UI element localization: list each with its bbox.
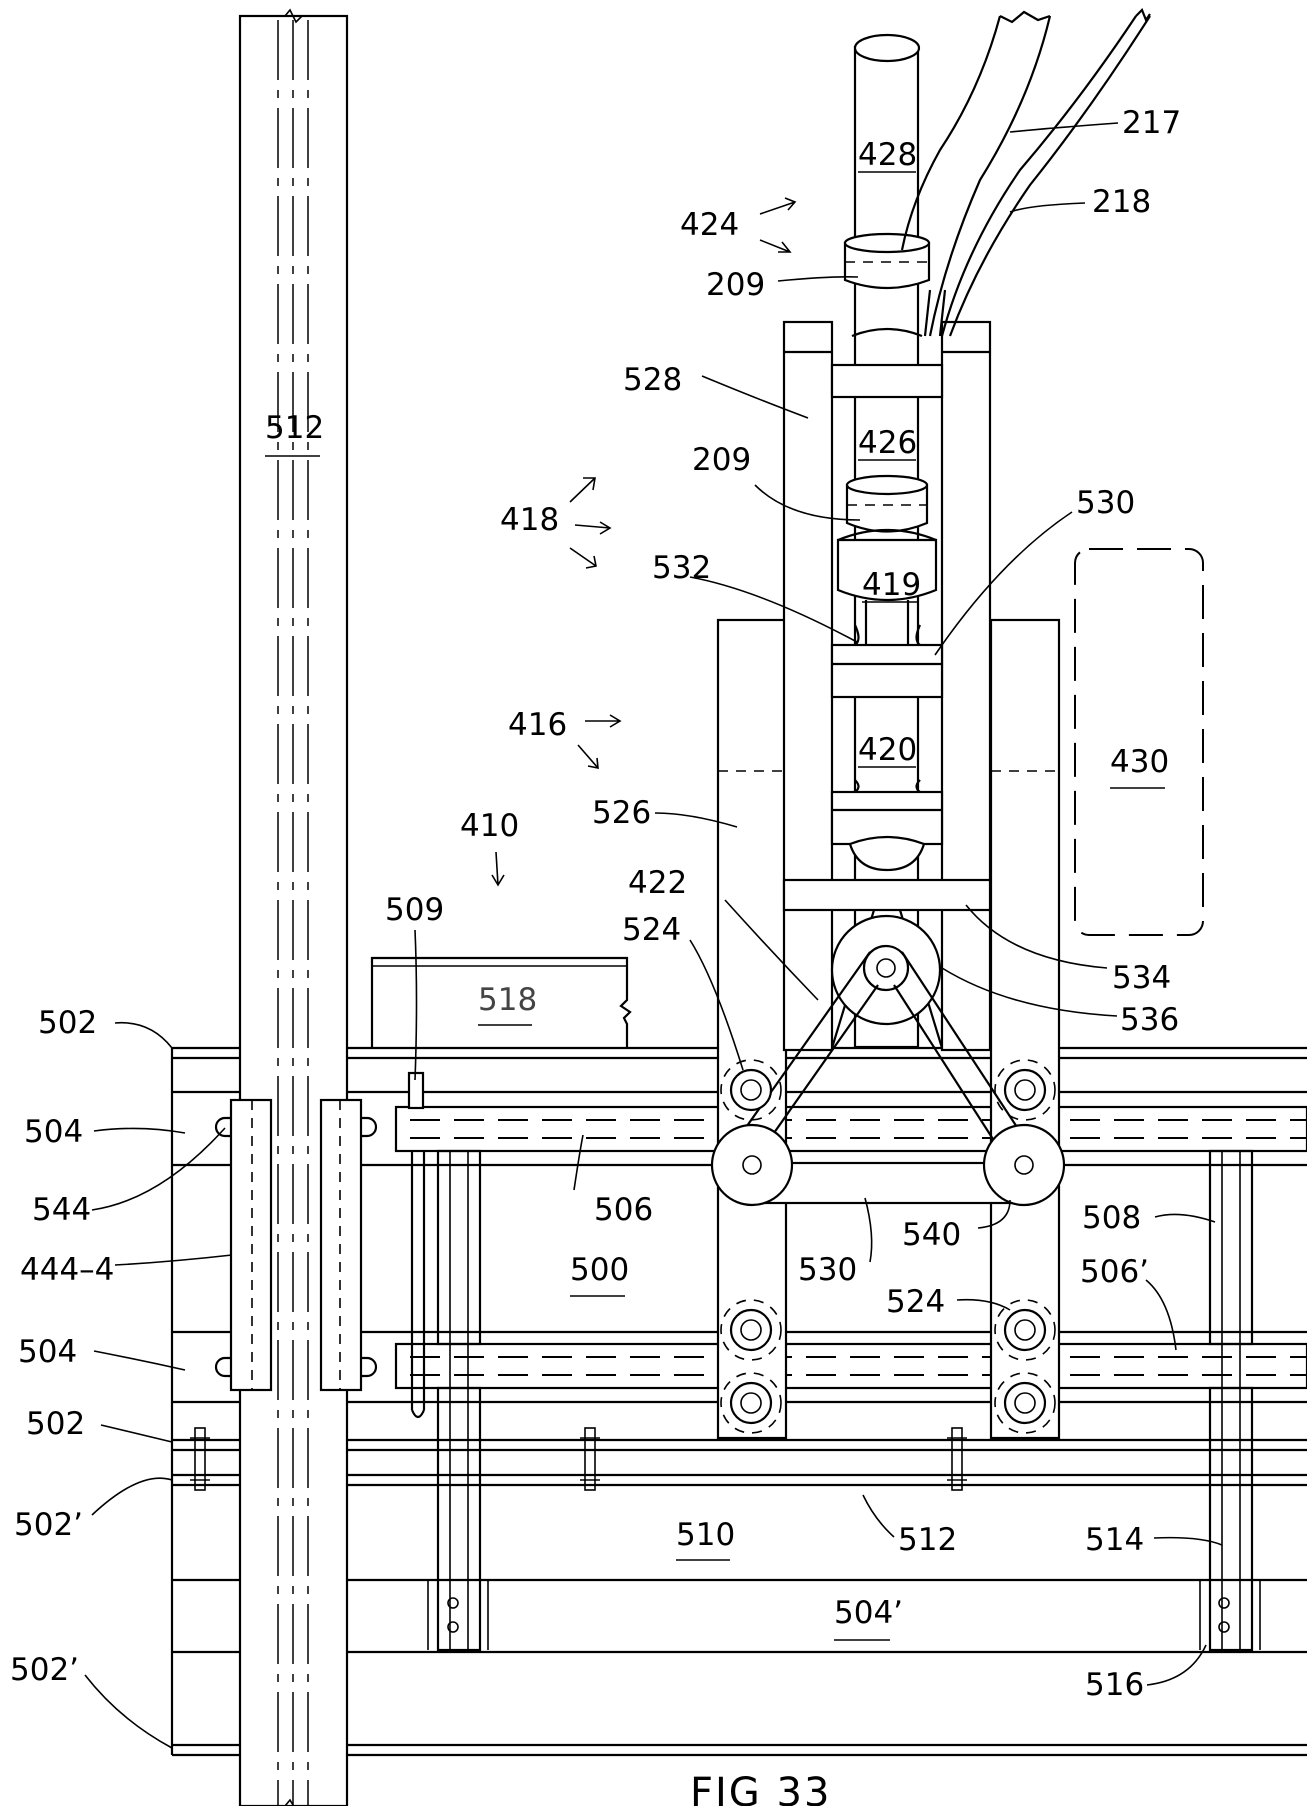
idler-wheels-540: [710, 1123, 1066, 1207]
label-217: 217: [1122, 105, 1181, 141]
label-209-upper: 209: [706, 267, 765, 303]
label-540: 540: [902, 1217, 961, 1253]
label-428: 428: [858, 137, 917, 173]
label-504-upper: 504: [24, 1114, 83, 1150]
figure-caption: FIG 33: [690, 1770, 831, 1806]
pin-509: [407, 1071, 426, 1419]
label-218: 218: [1092, 184, 1151, 220]
label-426: 426: [858, 425, 917, 461]
label-502-prime-upper: 502’: [14, 1507, 83, 1543]
label-444-4: 444–4: [20, 1252, 114, 1288]
carriage-526: [716, 618, 1061, 1440]
label-502-upper: 502: [38, 1005, 97, 1041]
leader-lines: [84, 122, 1223, 1749]
label-544: 544: [32, 1192, 91, 1228]
label-506-prime: 506’: [1080, 1254, 1149, 1290]
label-524-upper: 524: [622, 912, 681, 948]
label-508: 508: [1082, 1200, 1141, 1236]
label-512-bottom: 512: [898, 1522, 957, 1558]
cylinder-419: [836, 528, 938, 646]
label-209-lower: 209: [692, 442, 751, 478]
coupling-209-upper: [843, 232, 931, 338]
label-416: 416: [508, 707, 567, 743]
label-410: 410: [460, 808, 519, 844]
label-534: 534: [1112, 960, 1171, 996]
label-528: 528: [623, 362, 682, 398]
slide-rail-lower: [394, 1342, 1307, 1390]
label-518: 518: [478, 982, 537, 1018]
label-530-lower: 530: [798, 1252, 857, 1288]
label-509: 509: [385, 892, 444, 928]
label-500: 500: [570, 1252, 629, 1288]
slide-rail-upper: [394, 1105, 1307, 1153]
label-526: 526: [592, 795, 651, 831]
label-514: 514: [1085, 1522, 1144, 1558]
label-422: 422: [628, 865, 687, 901]
label-430: 430: [1110, 744, 1169, 780]
motor-420: [848, 779, 926, 872]
vertical-post-512: [214, 8, 378, 1806]
label-424: 424: [680, 207, 739, 243]
label-524-lower: 524: [886, 1284, 945, 1320]
rollers-524: [720, 1059, 1056, 1434]
label-504-lower: 504: [18, 1334, 77, 1370]
reference-labels: 217 218 428 424 209 528 426 209 530 418 …: [10, 105, 1181, 1806]
label-418: 418: [500, 502, 559, 538]
label-532: 532: [652, 550, 711, 586]
label-502-lower: 502: [26, 1406, 85, 1442]
label-504-prime: 504’: [834, 1595, 903, 1631]
label-420: 420: [858, 732, 917, 768]
label-516: 516: [1085, 1667, 1144, 1703]
box-518: [370, 956, 632, 1048]
label-510: 510: [676, 1517, 735, 1553]
label-536: 536: [1120, 1002, 1179, 1038]
label-512-top: 512: [265, 410, 324, 446]
label-419: 419: [862, 567, 921, 603]
vertical-straps: [427, 1149, 1261, 1652]
label-530-upper: 530: [1076, 485, 1135, 521]
label-506: 506: [594, 1192, 653, 1228]
cables-217-218: [900, 8, 1151, 337]
dashed-region-430: [1074, 548, 1204, 936]
coupling-209-lower: [845, 474, 929, 533]
pulley-drive: [729, 909, 1033, 1205]
label-502-prime-lower: 502’: [10, 1652, 79, 1688]
